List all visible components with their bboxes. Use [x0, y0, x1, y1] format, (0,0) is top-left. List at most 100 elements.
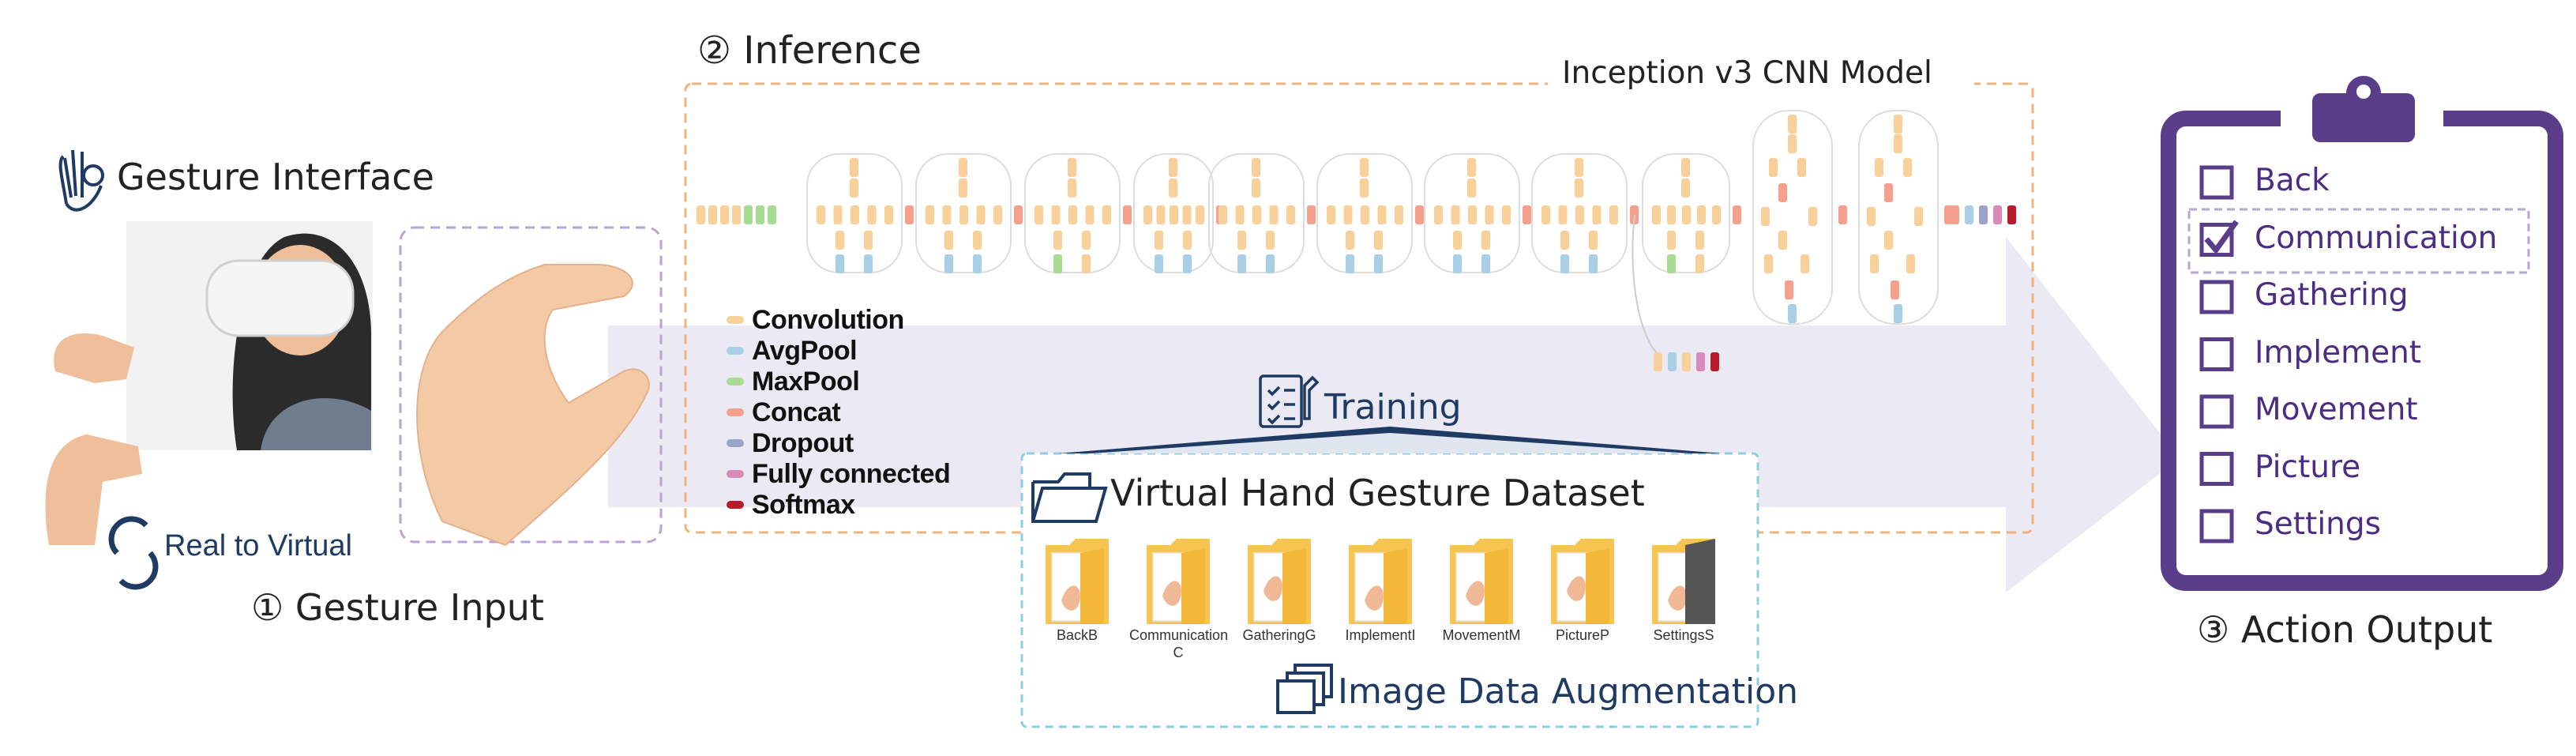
inference-label: ② Inference: [697, 28, 922, 73]
inception-module-outline: [1531, 153, 1628, 273]
legend-swatch: [727, 439, 744, 447]
folder-label: BackB: [1056, 627, 1098, 643]
network-layer: [2007, 205, 2016, 224]
network-layer: [1269, 205, 1279, 224]
network-layer: [1558, 205, 1568, 224]
network-layer: [1808, 207, 1817, 226]
folder-label: Communication C: [1129, 627, 1229, 660]
network-layer: [697, 205, 705, 224]
network-layer: [1467, 158, 1476, 177]
action-item-label: Gathering: [2255, 277, 2409, 313]
gesture-interface-title: Gesture Interface: [117, 156, 434, 198]
network-layer: [1085, 205, 1095, 224]
network-layer: [1667, 231, 1676, 250]
network-layer: [1712, 205, 1721, 224]
network-layer: [1733, 205, 1741, 224]
training-label: Training: [1324, 387, 1462, 427]
network-layer: [833, 205, 843, 224]
network-layer: [768, 205, 776, 224]
network-layer: [817, 205, 825, 224]
network-layer: [1710, 352, 1719, 371]
checkbox[interactable]: [2199, 509, 2234, 543]
network-layer: [1361, 205, 1369, 224]
network-layer: [1451, 205, 1460, 224]
flow-arrow: [608, 237, 2180, 592]
network-layer: [1797, 158, 1806, 177]
network-layer: [973, 231, 982, 250]
legend-swatch: [727, 470, 744, 478]
network-layer: [1667, 254, 1676, 273]
ok-gesture-icon: [58, 149, 104, 212]
network-layer: [1575, 158, 1583, 177]
network-layer: [1485, 205, 1494, 224]
action-item-label: Communication: [2255, 220, 2498, 256]
checkbox[interactable]: [2199, 394, 2234, 429]
network-layer: [1183, 231, 1192, 250]
network-layer: [1682, 352, 1691, 371]
network-layer: [993, 205, 1002, 224]
network-layer: [1183, 254, 1192, 273]
check-mark-icon: [2204, 220, 2239, 255]
network-layer: [1360, 179, 1369, 197]
legend-label: MaxPool: [752, 367, 860, 397]
network-layer: [1965, 205, 1973, 224]
checkbox[interactable]: [2199, 280, 2234, 314]
network-layer: [1053, 254, 1062, 273]
network-layer: [720, 205, 729, 224]
network-layer: [1377, 205, 1387, 224]
legend-swatch: [727, 408, 744, 416]
action-item-label: Settings: [2255, 506, 2381, 542]
network-layer: [1453, 254, 1462, 273]
network-layer: [959, 205, 968, 224]
network-layer: [1346, 254, 1354, 273]
inception-module-outline: [1024, 153, 1121, 273]
network-layer: [1575, 205, 1584, 224]
network-layer: [944, 254, 953, 273]
user-photo: [45, 221, 373, 545]
network-layer: [1170, 205, 1178, 224]
network-layer: [1169, 158, 1177, 177]
network-layer: [1053, 231, 1062, 250]
network-layer: [976, 205, 986, 224]
network-layer: [1875, 158, 1883, 177]
network-layer: [1914, 207, 1923, 226]
network-layer: [1468, 205, 1477, 224]
network-layer: [867, 205, 877, 224]
network-layer: [926, 205, 934, 224]
folder-label: ImplementI: [1345, 627, 1416, 643]
network-layer: [1778, 231, 1787, 250]
checkbox[interactable]: [2199, 337, 2234, 371]
inception-module-outline: [1133, 153, 1214, 273]
checkbox[interactable]: [2199, 452, 2234, 486]
legend-label: Convolution: [752, 305, 904, 335]
inception-module-outline: [1208, 153, 1305, 273]
network-layer: [1870, 254, 1879, 273]
network-layer: [1697, 205, 1706, 224]
network-layer: [1327, 205, 1335, 224]
inception-module-outline: [1642, 153, 1730, 273]
legend-swatch: [727, 501, 744, 509]
legend-label: Concat: [752, 397, 841, 427]
action-item-label: Picture: [2255, 449, 2361, 485]
folder-label: MovementM: [1442, 627, 1521, 643]
legend-label: AvgPool: [752, 336, 858, 366]
highlight-box: [2187, 208, 2530, 274]
network-layer: [1235, 205, 1245, 224]
network-layer: [1068, 158, 1076, 177]
network-layer: [1237, 254, 1246, 273]
network-layer: [1155, 231, 1163, 250]
legend-label: Softmax: [752, 490, 855, 520]
folder-label: GatheringG: [1242, 627, 1316, 643]
network-layer: [1696, 352, 1705, 371]
network-layer: [1541, 205, 1550, 224]
network-layer: [1906, 254, 1915, 273]
network-layer: [1838, 205, 1847, 224]
network-layer: [1082, 231, 1091, 250]
checkbox[interactable]: [2199, 165, 2234, 200]
checkbox[interactable]: [2199, 223, 2234, 257]
network-layer: [1993, 205, 2002, 224]
network-layer: [1668, 352, 1677, 371]
network-layer: [864, 231, 873, 250]
inception-module-outline: [1316, 153, 1413, 273]
real-to-virtual-label: Real to Virtual: [164, 529, 352, 562]
